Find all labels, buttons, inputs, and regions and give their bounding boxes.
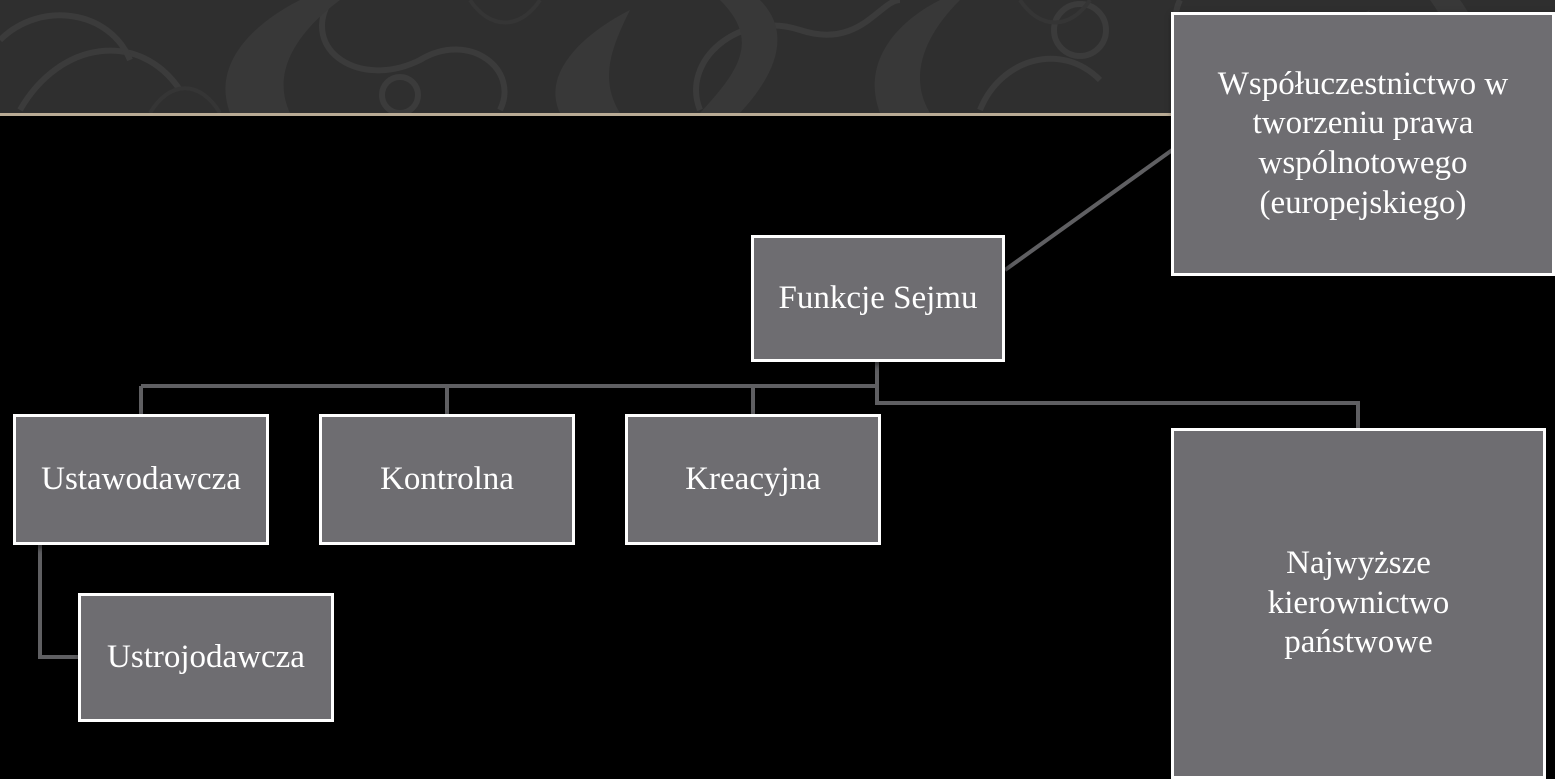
node-funkcje-sejmu: Funkcje Sejmu bbox=[751, 235, 1005, 362]
node-ustawodawcza: Ustawodawcza bbox=[13, 414, 269, 545]
node-kontrolna: Kontrolna bbox=[319, 414, 575, 545]
node-funkcje-sejmu-label: Funkcje Sejmu bbox=[778, 279, 978, 316]
node-kreacyjna-label: Kreacyjna bbox=[685, 460, 821, 497]
node-ustrojodawcza-label: Ustrojodawcza bbox=[107, 638, 305, 675]
node-wspoluczestnictwo: Współuczestnictwo w tworzeniu prawa wspó… bbox=[1171, 12, 1555, 276]
header-divider bbox=[0, 113, 1555, 116]
connector-ustrojodawcza bbox=[38, 543, 80, 659]
node-ustawodawcza-label: Ustawodawcza bbox=[41, 460, 241, 497]
node-ustrojodawcza: Ustrojodawcza bbox=[78, 593, 334, 722]
connector-wspoluczestnictwo bbox=[1003, 146, 1177, 272]
node-wspoluczestnictwo-label: Współuczestnictwo w tworzeniu prawa wspó… bbox=[1217, 65, 1509, 221]
node-najwyzsze-kierownictwo-label: Najwyższe kierownictwo państwowe bbox=[1267, 545, 1450, 661]
node-kreacyjna: Kreacyjna bbox=[625, 414, 881, 545]
node-kontrolna-label: Kontrolna bbox=[380, 460, 514, 497]
node-najwyzsze-kierownictwo: Najwyższe kierownictwo państwowe bbox=[1171, 428, 1546, 779]
connector-najwyzsze bbox=[875, 386, 1360, 430]
